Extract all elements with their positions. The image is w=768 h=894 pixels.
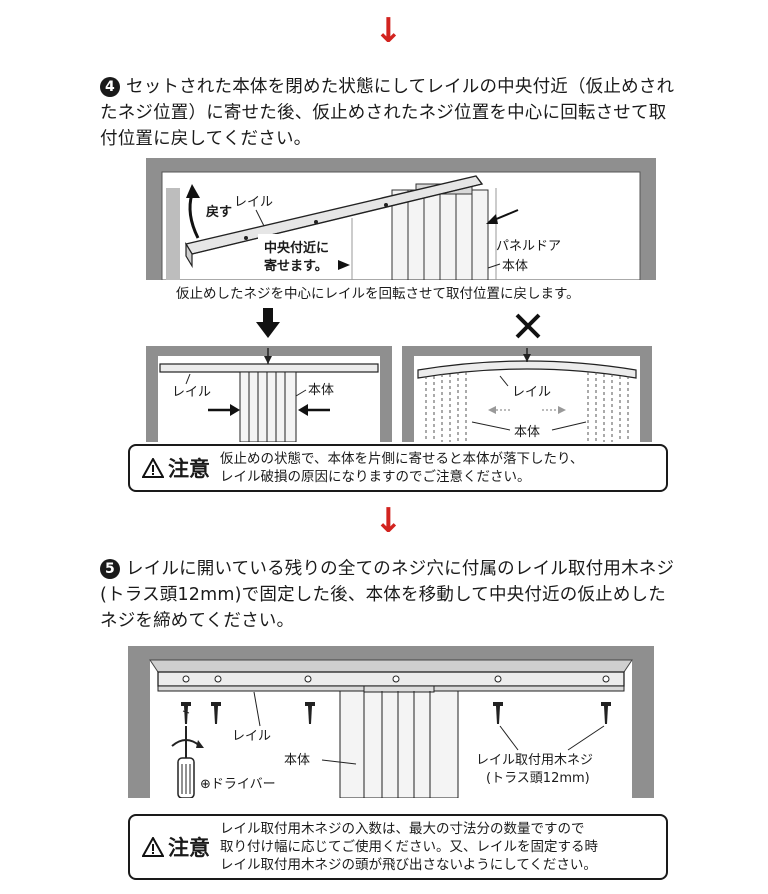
caution-heading: 注意	[130, 453, 220, 483]
warning-triangle-icon	[142, 837, 164, 857]
caution-box-step-4: 注意 仮止めの状態で、本体を片側に寄せると本体が落下したり、 レイル破損の原因に…	[128, 444, 668, 492]
red-down-arrow-2: ↓	[374, 501, 403, 541]
incorrect-cross-icon	[515, 313, 541, 339]
step-4-caption: 仮止めしたネジを中心にレイルを回転させて取付位置に戻します。	[176, 286, 580, 302]
label-center-line1: 中央付近に	[264, 240, 329, 256]
label-body-left: 本体	[308, 383, 334, 398]
caution-line-1: 仮止めの状態で、本体を片側に寄せると本体が落下したり、	[220, 451, 584, 467]
wood-screw-icons	[181, 702, 611, 724]
step-number-badge: 5	[100, 559, 120, 579]
caution-title: 注意	[168, 457, 210, 481]
label-rail-right: レイル	[512, 385, 551, 400]
label-driver: ⊕ドライバー	[200, 777, 276, 792]
door-body-centered	[239, 371, 297, 442]
label-return: 戻す	[205, 204, 232, 220]
caution-heading: 注意	[130, 832, 220, 862]
door-body	[339, 685, 459, 798]
caution-line-1: レイル取付用木ネジの入数は、最大の寸法分の数量ですので	[220, 821, 585, 837]
step-5-screw-figure: レイル 本体 ⊕ドライバー レイル取付用木ネジ (トラス頭12mm)	[128, 646, 654, 798]
caution-line-2: 取り付け幅に応じてご使用ください。又、レイルを固定する時	[220, 839, 598, 855]
incorrect-position-figure: レイル 本体	[402, 346, 652, 442]
caution-box-step-5: 注意 レイル取付用木ネジの入数は、最大の寸法分の数量ですので 取り付け幅に応じて…	[128, 814, 668, 880]
label-body-right: 本体	[514, 425, 540, 440]
caution-line-3: レイル取付用木ネジの頭が飛び出さないようにしてください。	[220, 857, 597, 873]
warning-triangle-icon	[142, 458, 164, 478]
step-5-text: レイルに開いている残りの全てのネジ穴に付属のレイル取付用木ネジ(トラス頭12mm…	[100, 559, 675, 631]
screwdriver-icon	[171, 726, 204, 798]
label-body: 本体	[284, 753, 310, 768]
step-number-badge: 4	[100, 77, 120, 97]
step-4-text: セットされた本体を閉めた状態にしてレイルの中央付近（仮止めされたネジ位置）に寄せ…	[100, 77, 675, 149]
label-screw-line1: レイル取付用木ネジ	[476, 753, 593, 768]
label-center-line2: 寄せます。	[264, 258, 328, 274]
label-panel-door: パネルドア	[496, 239, 561, 254]
red-down-arrow-1: ↓	[374, 11, 403, 51]
correct-down-arrow-icon	[256, 308, 280, 338]
caution-line-2: レイル破損の原因になりますのでご注意ください。	[220, 469, 531, 485]
correct-position-figure: レイル 本体	[146, 346, 392, 442]
label-rail-left: レイル	[172, 385, 211, 400]
caution-title: 注意	[168, 836, 210, 860]
label-rail: レイル	[234, 195, 273, 210]
return-arrow-icon	[186, 184, 200, 239]
rail-screw-holes	[182, 675, 610, 683]
label-rail: レイル	[232, 729, 271, 744]
label-screw-line2: (トラス頭12mm)	[486, 771, 590, 786]
label-body: 本体	[502, 259, 528, 274]
dashed-door-panels	[425, 372, 629, 442]
step-4-rail-figure: 戻す レイル 中央付近に 寄せます。 パネルドア 本体	[146, 158, 656, 280]
